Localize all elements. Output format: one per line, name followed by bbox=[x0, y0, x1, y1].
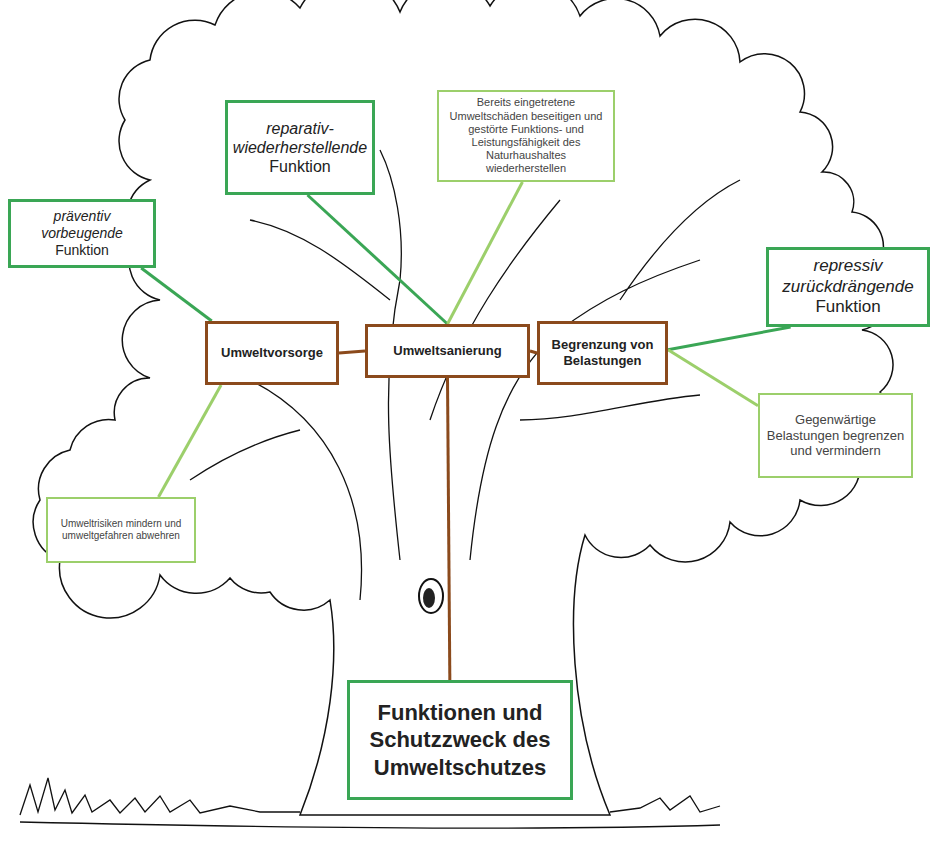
node-text: Umweltvorsorge bbox=[221, 345, 323, 361]
description-box: Gegenwärtige Belastungen begrenzen und v… bbox=[758, 393, 913, 478]
tree-branches bbox=[190, 150, 740, 600]
node-text: Funktion bbox=[815, 297, 880, 317]
trunk-hole bbox=[419, 579, 443, 613]
node-text: Funktion bbox=[269, 157, 330, 176]
connector-line bbox=[668, 350, 758, 406]
function-box: reparativ-wiederherstellendeFunktion bbox=[225, 100, 375, 195]
task-box: Begrenzung von Belastungen bbox=[537, 321, 668, 385]
connector-line bbox=[448, 182, 523, 324]
trunk-hole-inner bbox=[423, 588, 435, 608]
node-text: repressiv zurückdrängende bbox=[777, 256, 919, 297]
function-box: präventiv vorbeugendeFunktion bbox=[8, 199, 156, 268]
node-text: Funktion bbox=[55, 242, 109, 259]
node-text: Funktionen und Schutzzweck des Umweltsch… bbox=[360, 699, 560, 782]
description-box: Bereits eingetretene Umweltschäden besei… bbox=[437, 90, 615, 182]
description-box: Umweltrisiken mindern und umweltgefahren… bbox=[46, 497, 196, 563]
root-box: Funktionen und Schutzzweck des Umweltsch… bbox=[347, 680, 573, 800]
function-box: repressiv zurückdrängendeFunktion bbox=[766, 247, 930, 327]
node-text: Umweltrisiken mindern und umweltgefahren… bbox=[54, 518, 188, 542]
node-text: Bereits eingetretene Umweltschäden besei… bbox=[445, 96, 607, 175]
connector-line bbox=[530, 351, 537, 353]
connector-line bbox=[308, 195, 448, 324]
node-text: präventiv vorbeugende bbox=[19, 208, 145, 242]
connector-line bbox=[668, 327, 791, 350]
task-box: Umweltvorsorge bbox=[205, 321, 339, 385]
node-text: Begrenzung von Belastungen bbox=[546, 337, 659, 368]
connector-line bbox=[339, 351, 365, 353]
connector-line bbox=[448, 378, 450, 680]
task-box: Umweltsanierung bbox=[365, 324, 530, 378]
connector-line bbox=[141, 268, 212, 321]
connector-line bbox=[159, 385, 222, 497]
node-text: Umweltsanierung bbox=[393, 343, 501, 359]
node-text: reparativ-wiederherstellende bbox=[233, 119, 367, 157]
node-text: Gegenwärtige Belastungen begrenzen und v… bbox=[766, 412, 905, 459]
